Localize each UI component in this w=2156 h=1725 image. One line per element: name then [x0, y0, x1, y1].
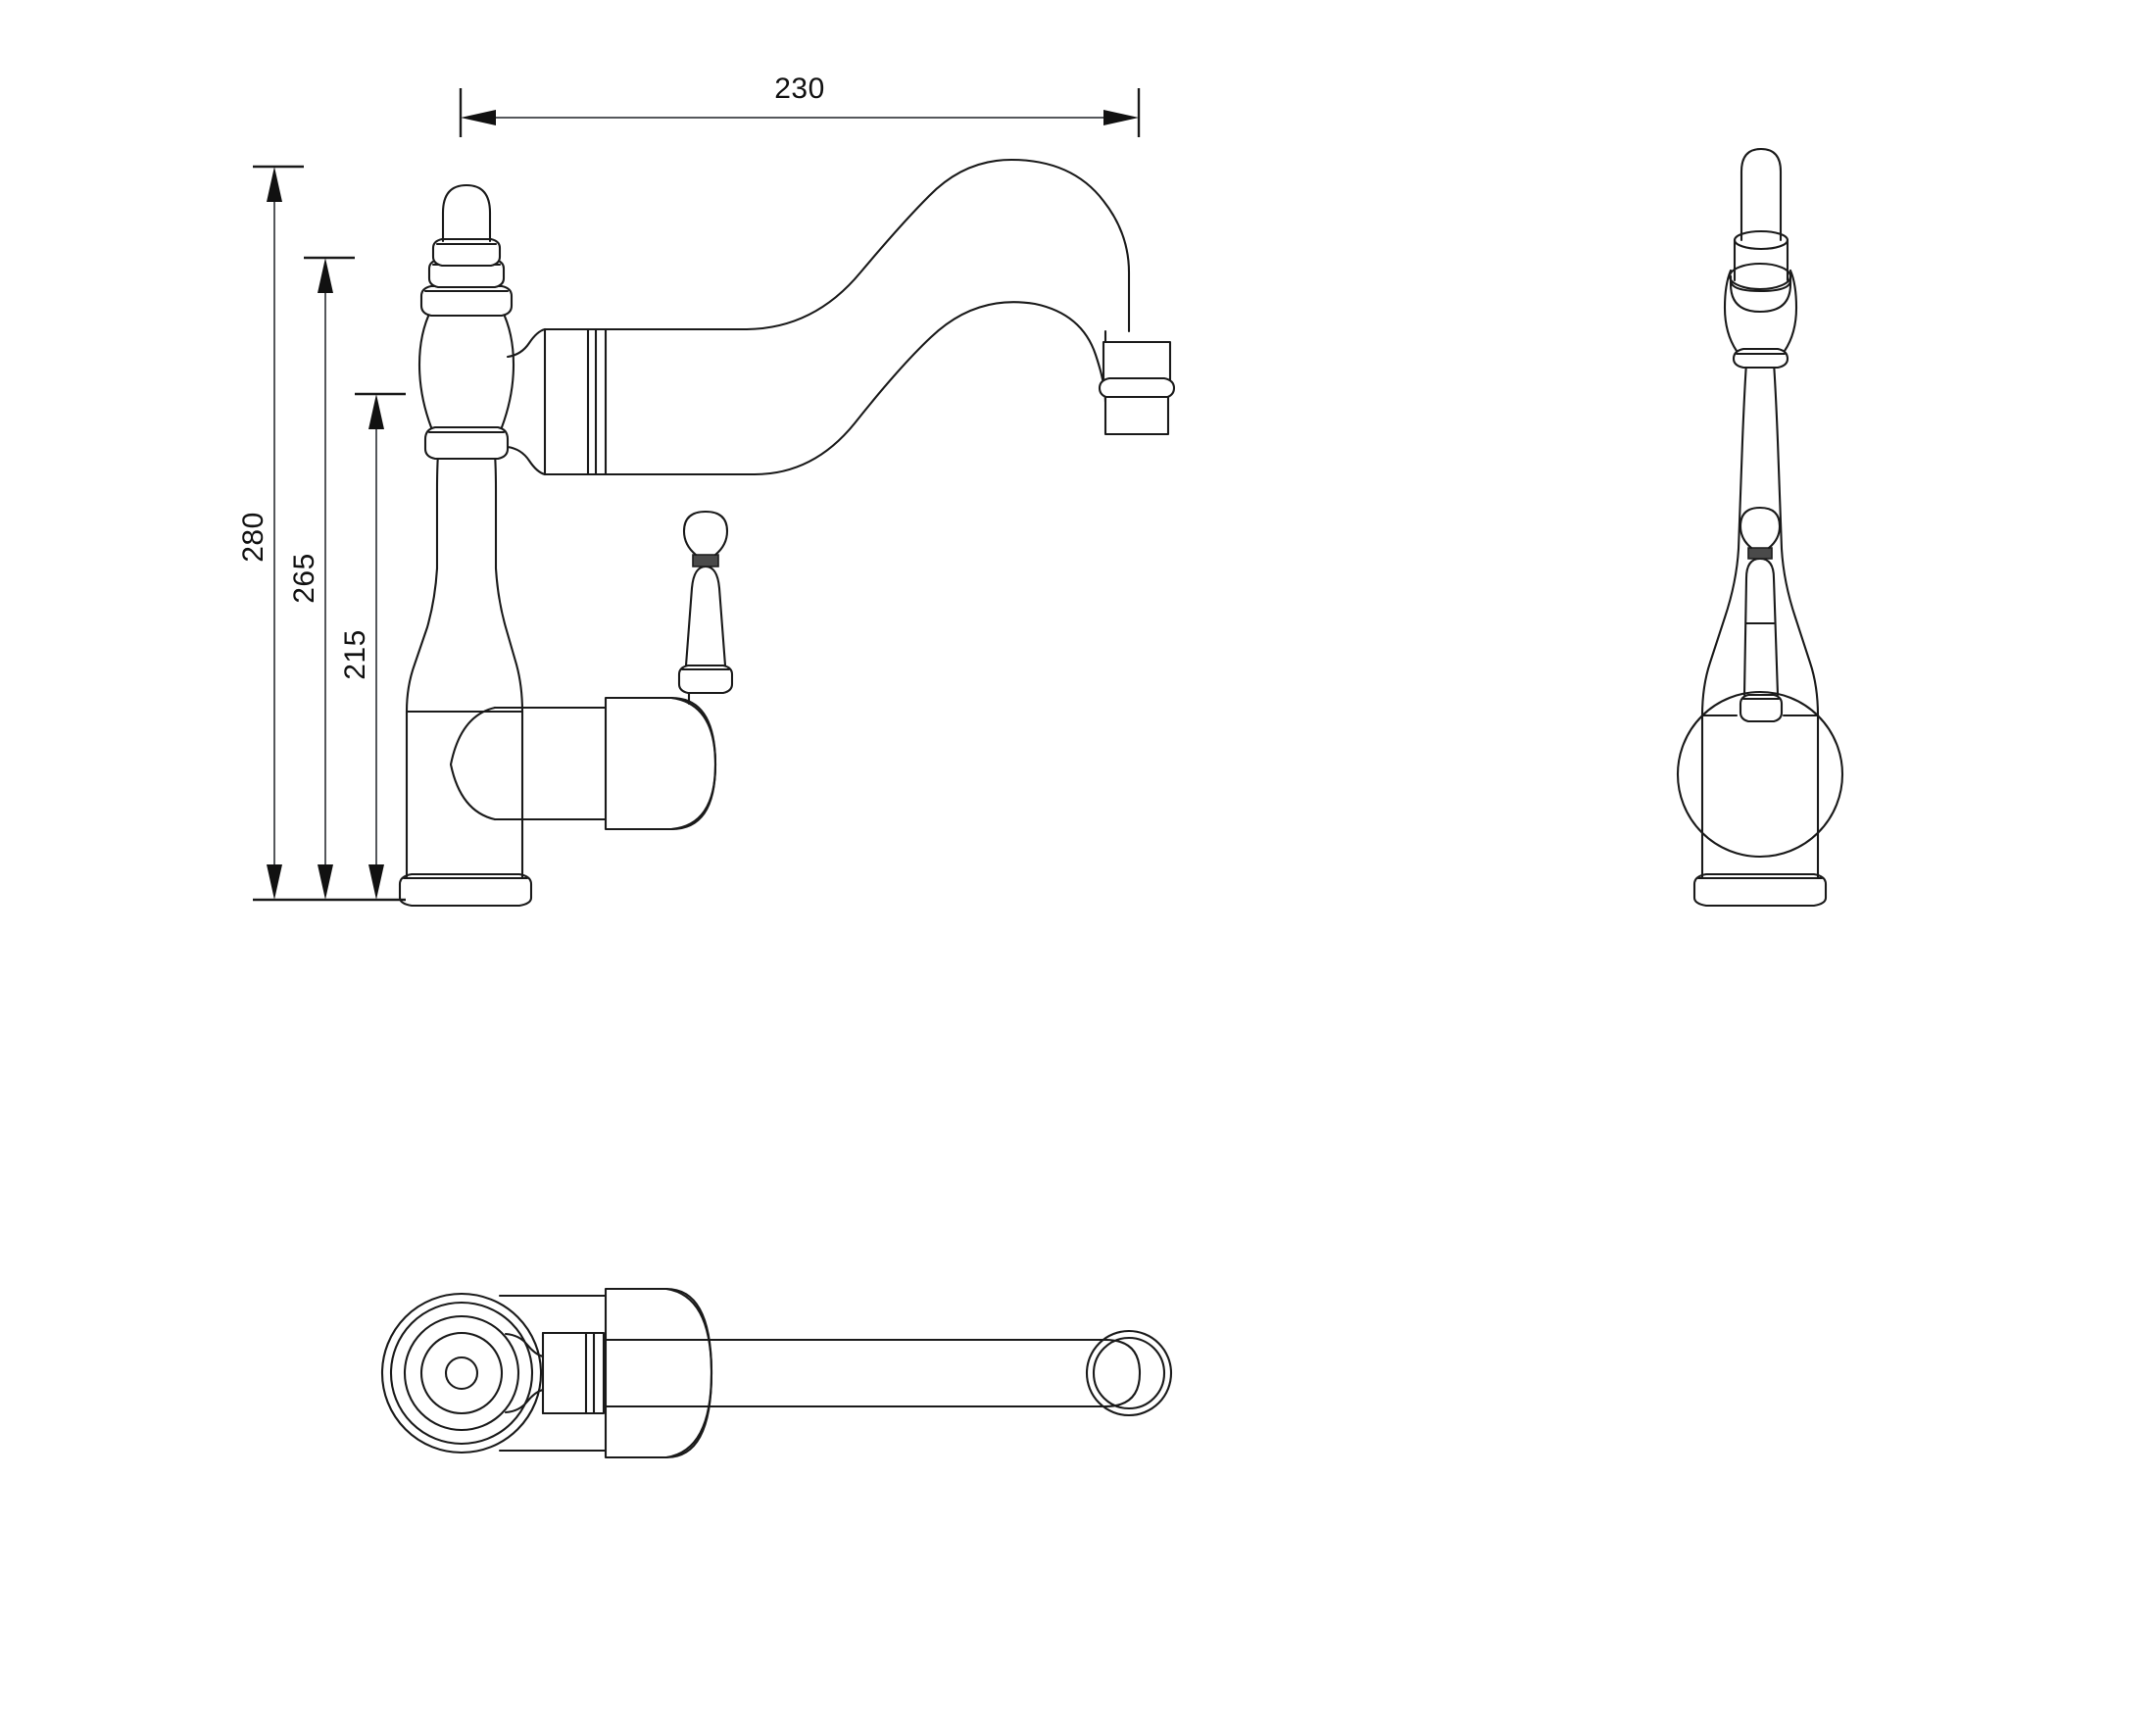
plan-aerator-circles	[1085, 1329, 1173, 1417]
side-spout-outlet	[1723, 147, 1798, 370]
front-aerator-outlet	[1098, 340, 1176, 436]
side-cartridge-circle	[1676, 690, 1844, 859]
side-lever-handle	[1739, 506, 1784, 723]
front-decorative-collar	[417, 183, 515, 461]
dimension-label-215: 215	[339, 629, 371, 680]
plan-view	[380, 1287, 1173, 1459]
plan-base-circles	[380, 1292, 543, 1454]
plan-neck-rings	[504, 1331, 606, 1415]
front-lever-handle	[677, 510, 734, 706]
dimension-label-265: 265	[288, 553, 320, 604]
dimension-handle-height: 215	[339, 392, 406, 902]
plan-handle-body	[498, 1287, 713, 1459]
front-spout-elbow	[506, 327, 547, 476]
dimension-overall-height: 280	[237, 165, 304, 902]
front-swan-neck-spout	[604, 158, 1131, 476]
front-handle-body	[449, 696, 717, 831]
side-elevation-view	[1676, 147, 1844, 908]
dimension-spout-height: 265	[288, 256, 355, 902]
front-base-flange	[398, 872, 533, 908]
dimension-label-230: 230	[774, 73, 825, 105]
side-base-flange	[1692, 872, 1828, 908]
front-column	[405, 439, 524, 880]
dimension-spout-reach: 230	[459, 73, 1141, 137]
front-arm-rings	[543, 327, 608, 476]
dimension-label-280: 280	[237, 512, 270, 563]
front-elevation-view	[398, 158, 1176, 908]
plan-spout-arm	[602, 1338, 1142, 1408]
side-column	[1700, 361, 1820, 880]
